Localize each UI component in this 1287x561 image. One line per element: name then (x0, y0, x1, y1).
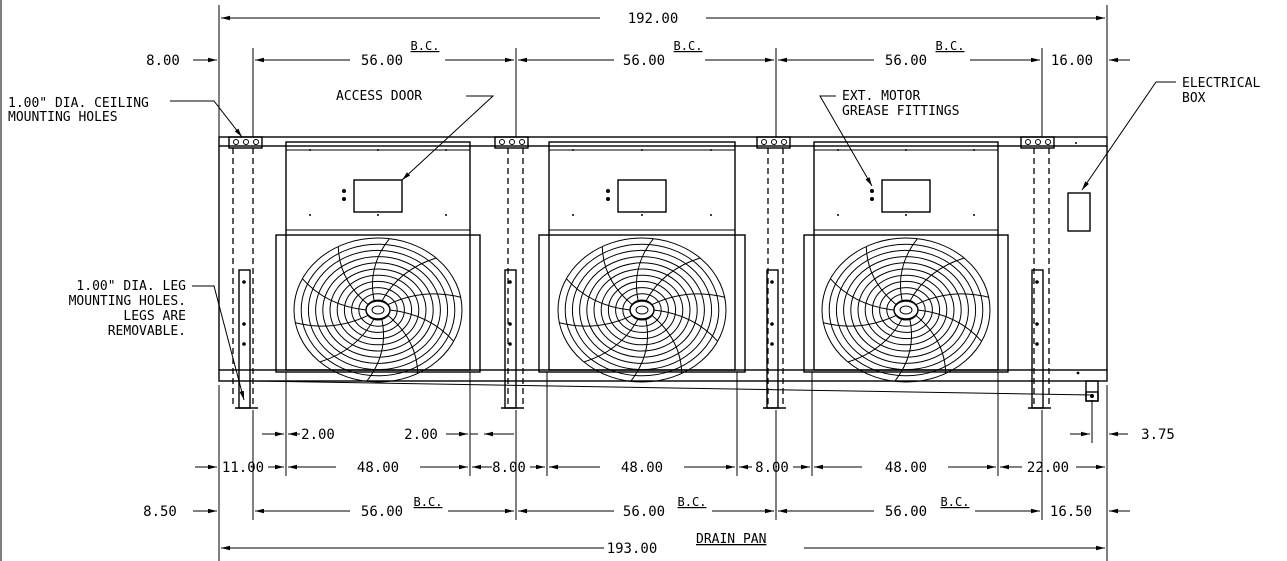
dim-fan1: 48.00 (357, 460, 399, 476)
label-access-door: ACCESS DOOR (336, 89, 422, 104)
bc-label-2: B.C. (674, 39, 703, 53)
extension-lines (218, 5, 1108, 561)
fan-module-3 (803, 141, 1009, 383)
bc-label-5: B.C. (678, 495, 707, 509)
label-electrical-line2: BOX (1182, 91, 1206, 106)
dim-top-bc3: 56.00 (885, 53, 927, 69)
fan-modules (275, 141, 1009, 383)
fan-guard-3 (821, 237, 991, 383)
dim-fan3: 48.00 (885, 460, 927, 476)
dim-bottom-left-offset: 8.50 (143, 504, 177, 520)
dim-gap-row: 2.00 2.00 3.75 (262, 427, 1175, 443)
ceiling-mounting-brackets (228, 136, 1055, 149)
label-grease-line2: GREASE FITTINGS (842, 104, 959, 119)
bc-label-3: B.C. (936, 39, 965, 53)
label-leg-line2: MOUNTING HOLES. (69, 294, 186, 309)
callout-grease-fittings: EXT. MOTOR GREASE FITTINGS (819, 89, 959, 187)
electrical-box (1067, 192, 1091, 232)
dim-top-bc2: 56.00 (623, 53, 665, 69)
dim-between1: 8.00 (492, 460, 526, 476)
label-grease-line1: EXT. MOTOR (842, 89, 920, 104)
label-leg-line3: LEGS ARE (123, 309, 186, 324)
fan-module-1 (275, 141, 481, 383)
label-ceiling-holes-line2: MOUNTING HOLES (8, 110, 118, 125)
unit-cabinet (218, 136, 1108, 402)
access-door-1 (353, 179, 403, 213)
label-drain-pan: DRAIN PAN (696, 532, 766, 547)
top-mounting-rail (218, 136, 1108, 147)
dim-overall-top: 192.00 (221, 11, 1105, 27)
callout-electrical-box: ELECTRICAL BOX (1081, 76, 1260, 191)
dim-overall-top-value: 192.00 (628, 11, 679, 27)
callout-leg-holes: 1.00" DIA. LEG MOUNTING HOLES. LEGS ARE … (69, 279, 245, 401)
dim-fan-row: 11.00 48.00 8.00 48.00 8.00 48.00 22.00 (195, 460, 1105, 476)
dim-gap-right: 2.00 (404, 427, 438, 443)
bc-label-4: B.C. (414, 495, 443, 509)
dim-top-left-offset: 8.00 (146, 53, 180, 69)
dim-top-bc1: 56.00 (361, 53, 403, 69)
dim-right-small: 3.75 (1141, 427, 1175, 443)
fan-guard-2 (557, 237, 727, 383)
label-ceiling-holes-line1: 1.00" DIA. CEILING (8, 96, 149, 111)
dim-bottom-bc1: 56.00 (361, 504, 403, 520)
dim-fan2: 48.00 (621, 460, 663, 476)
fan-guard-1 (293, 237, 463, 383)
leg-hidden-lines (232, 148, 1050, 408)
dim-bottom-bc3: 56.00 (885, 504, 927, 520)
bc-label-6: B.C. (941, 495, 970, 509)
dim-right-end: 22.00 (1027, 460, 1069, 476)
dim-drain-overall: 193.00 (607, 541, 658, 557)
dim-left-end: 11.00 (222, 460, 264, 476)
label-leg-line1: 1.00" DIA. LEG (76, 279, 186, 294)
label-leg-line4: REMOVABLE. (108, 324, 186, 339)
dim-between2: 8.00 (755, 460, 789, 476)
access-door-2 (617, 179, 667, 213)
callout-access-door: ACCESS DOOR (336, 89, 495, 181)
support-legs (235, 269, 1051, 409)
fan-module-2 (538, 141, 746, 383)
access-door-3 (881, 179, 931, 213)
dim-gap-left: 2.00 (301, 427, 335, 443)
dim-bottom-bc2: 56.00 (623, 504, 665, 520)
dim-bottom-right-offset: 16.50 (1050, 504, 1092, 520)
dim-bc-row-bottom: 8.50 56.00 B.C. 56.00 B.C. 56.00 B.C. 16… (143, 495, 1130, 520)
dim-bc-row-top: 8.00 56.00 B.C. 56.00 B.C. 56.00 B.C. 16… (146, 39, 1130, 69)
bc-label-1: B.C. (411, 39, 440, 53)
callout-ceiling-holes: 1.00" DIA. CEILING MOUNTING HOLES (8, 96, 243, 138)
dim-overall-drain-pan: 193.00 DRAIN PAN (221, 532, 1105, 557)
label-electrical-line1: ELECTRICAL (1182, 76, 1260, 91)
dim-top-right-offset: 16.00 (1051, 53, 1093, 69)
